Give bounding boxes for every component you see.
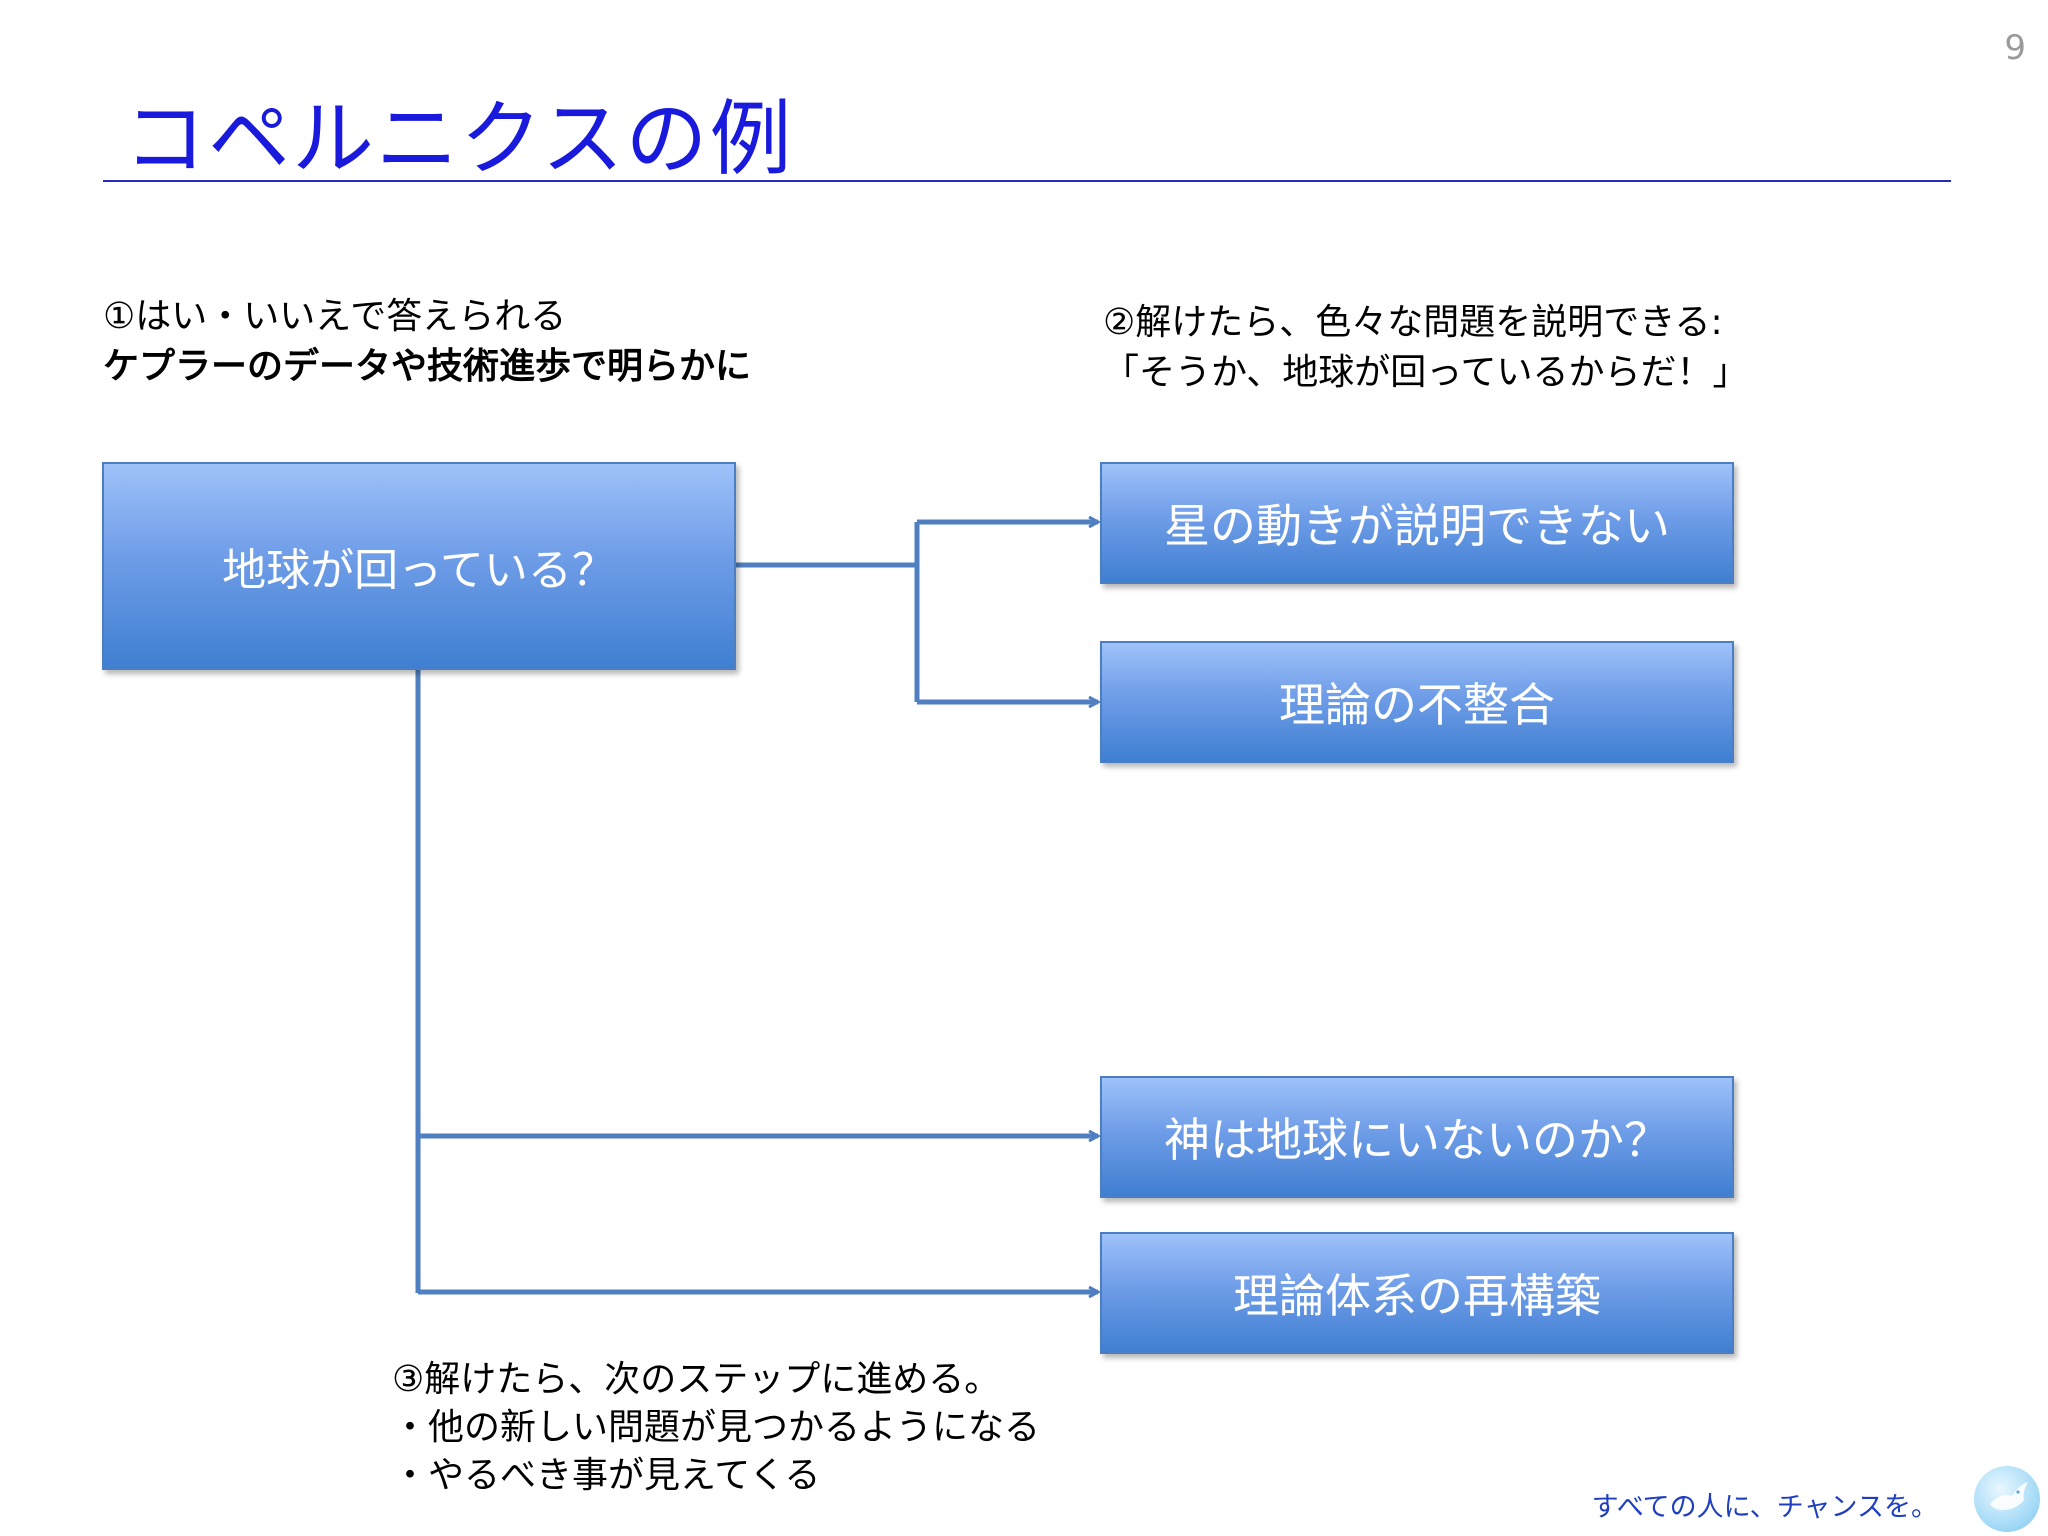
box-god-question: 神は地球にいないのか？ — [1100, 1076, 1734, 1198]
note-next-step-line3: ・やるべき事が見えてくる — [392, 1455, 821, 1496]
slide-title: コペルニクスの例 — [124, 92, 794, 187]
note-next-step-line2: ・他の新しい問題が見つかるようになる — [392, 1407, 1041, 1448]
note-next-step-line1: ③解けたら、次のステップに進める。 — [392, 1359, 1001, 1400]
footer-tagline: すべての人に、チャンスを。 — [1591, 1492, 1938, 1523]
note-explain-problems-line1: ②解けたら、色々な問題を説明できる: — [1103, 302, 1723, 343]
note-yes-no-line1: ①はい・いいえで答えられる — [103, 296, 567, 337]
note-explain-problems: ②解けたら、色々な問題を説明できる: 「そうか、地球が回っているからだ！」 — [1103, 298, 1748, 398]
note-yes-no-line2: ケプラーのデータや技術進歩で明らかに — [103, 346, 752, 387]
box-star-motion: 星の動きが説明できない — [1100, 462, 1734, 584]
dove-logo-icon — [1974, 1466, 2040, 1532]
note-explain-problems-line2: 「そうか、地球が回っているからだ！」 — [1103, 352, 1749, 393]
title-divider — [103, 180, 1951, 182]
note-next-step: ③解けたら、次のステップに進める。 ・他の新しい問題が見つかるようになる ・やる… — [392, 1356, 1040, 1500]
box-earth-rotating: 地球が回っている？ — [102, 462, 736, 670]
page-number: 9 — [2004, 28, 2026, 68]
note-yes-no: ①はい・いいえで答えられる ケプラーのデータや技術進歩で明らかに — [103, 292, 751, 392]
box-theory-inconsistency: 理論の不整合 — [1100, 641, 1734, 763]
dove-logo-graphic — [1990, 1482, 2028, 1510]
box-theory-rebuild: 理論体系の再構築 — [1100, 1232, 1734, 1354]
